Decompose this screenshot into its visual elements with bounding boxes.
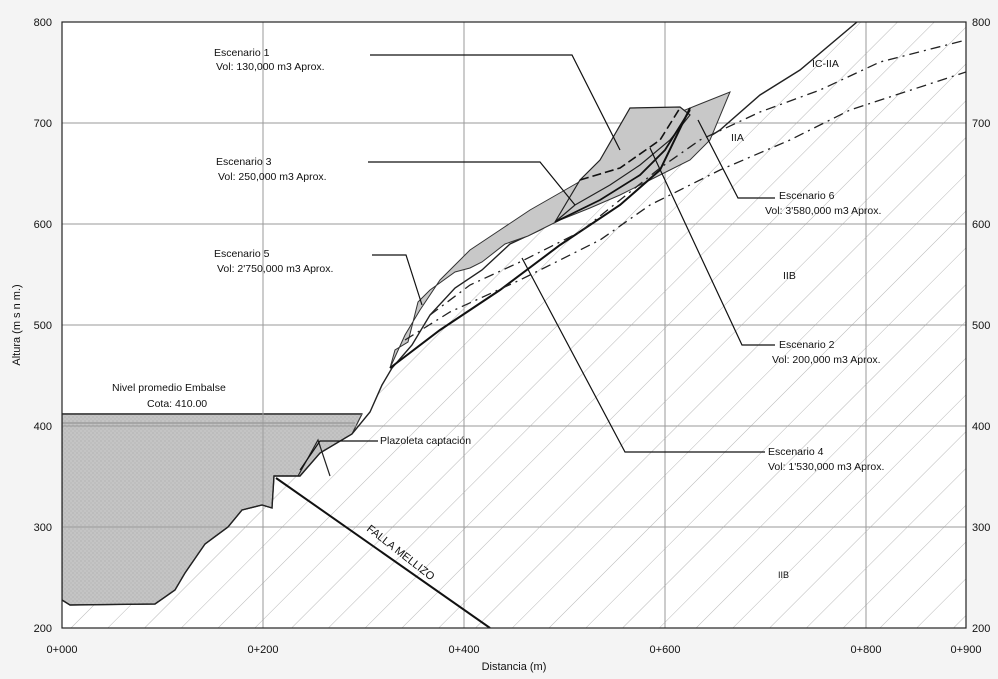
x-tick: 0+800: [851, 644, 882, 656]
x-tick: 0+000: [47, 644, 78, 656]
x-tick: 0+600: [650, 644, 681, 656]
scenario-2-vol: Vol: 200,000 m3 Aprox.: [772, 354, 881, 366]
scenario-1-vol: Vol: 130,000 m3 Aprox.: [216, 61, 325, 73]
y-tick-left: 300: [34, 522, 52, 534]
y-tick-left: 600: [34, 219, 52, 231]
y-tick-right: 200: [972, 623, 990, 635]
failure-surface-dashed-2: [404, 71, 966, 341]
grid: [62, 22, 966, 628]
scenario-5-vol: Vol: 2'750,000 m3 Aprox.: [217, 263, 333, 275]
y-tick-left: 700: [34, 118, 52, 130]
x-tick: 0+400: [449, 644, 480, 656]
leader-lines: [299, 54, 775, 471]
plot-frame: [61, 21, 967, 629]
plazoleta-label: Plazoleta captación: [380, 435, 471, 447]
zone-ic-iia-label: IC-IIA: [812, 58, 839, 70]
x-axis-label: Distancia (m): [482, 661, 547, 673]
y-tick-right: 600: [972, 219, 990, 231]
scenario-2-name: Escenario 2: [779, 339, 835, 351]
y-tick-left: 200: [34, 623, 52, 635]
landslide-mass-upper: [554, 106, 691, 223]
scenario-3-vol: Vol: 250,000 m3 Aprox.: [218, 171, 327, 183]
y-tick-left: 500: [34, 320, 52, 332]
y-tick-right: 300: [972, 522, 990, 534]
x-tick: 0+200: [248, 644, 279, 656]
y-tick-right: 500: [972, 320, 990, 332]
scenario-5-name: Escenario 5: [214, 248, 270, 260]
fault-line: [275, 477, 491, 628]
y-tick-right: 700: [972, 118, 990, 130]
reservoir-cota: Cota: 410.00: [147, 398, 207, 410]
y-axis-left-ticks: 200 300 400 500 600 700 800: [34, 17, 52, 635]
y-tick-right: 400: [972, 421, 990, 433]
zone-iib-label: IIB: [783, 270, 796, 282]
reservoir-title: Nivel promedio Embalse: [112, 382, 226, 394]
scenario-6-name: Escenario 6: [779, 190, 835, 202]
scenario-4-vol: Vol: 1'530,000 m3 Aprox.: [768, 461, 884, 473]
zone-iia-label: IIA: [731, 132, 744, 144]
y-tick-right: 800: [972, 17, 990, 29]
y-axis-right-ticks: 200 300 400 500 600 700 800: [972, 17, 990, 635]
scenario-4-name: Escenario 4: [768, 446, 824, 458]
failure-surface-dashed-3: [579, 107, 681, 181]
x-tick: 0+900: [951, 644, 982, 656]
scenario-6-vol: Vol: 3'580,000 m3 Aprox.: [765, 205, 881, 217]
y-tick-left: 800: [34, 17, 52, 29]
zone-iib-lower-label: IIB: [778, 570, 789, 580]
failure-surface-solid-2: [554, 109, 691, 223]
scenario-3-name: Escenario 3: [216, 156, 272, 168]
y-tick-left: 400: [34, 421, 52, 433]
scenario-1-name: Escenario 1: [214, 47, 270, 59]
x-axis-ticks: 0+000 0+200 0+400 0+600 0+800 0+900: [47, 644, 982, 656]
y-axis-label: Altura (m s n m.): [11, 284, 23, 365]
